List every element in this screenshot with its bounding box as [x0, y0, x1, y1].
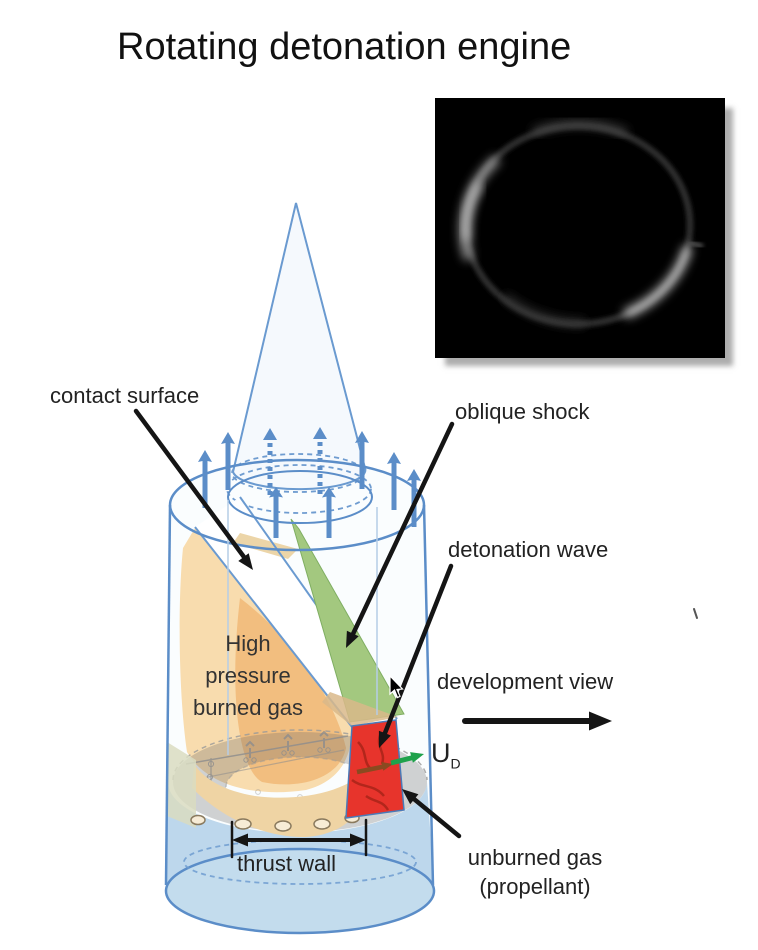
- detonation-ring-photo: [435, 98, 725, 358]
- thrust-wall-dimension: [230, 818, 368, 859]
- contact-surface-pointer: [133, 408, 253, 570]
- cursor-icon: [389, 674, 404, 699]
- high-pressure-line2: pressure: [205, 663, 291, 688]
- velocity-arrow-green: [390, 752, 424, 766]
- unburned-gas-label: unburned gas (propellant): [444, 843, 626, 901]
- burned-gas-core: [235, 598, 346, 785]
- shock-foot-patch: [322, 692, 398, 726]
- detonation-wave-pointer: [378, 563, 454, 748]
- oblique-shock-wedge: [290, 518, 405, 723]
- left-wall-patch: [167, 742, 196, 828]
- development-view-label: development view: [437, 669, 614, 694]
- oblique-shock-pointer: [346, 421, 455, 648]
- bottom-cap: [164, 847, 436, 935]
- velocity-symbol: U: [431, 738, 451, 768]
- unburned-gas-line1: unburned gas: [467, 845, 603, 870]
- velocity-subscript: D: [450, 755, 461, 772]
- cylinder-outlines: [164, 458, 435, 886]
- contact-surface-label: contact surface: [50, 383, 200, 408]
- high-pressure-line3: burned gas: [192, 695, 304, 720]
- injector-ring-face: [192, 764, 371, 838]
- high-pressure-label: High pressure burned gas: [176, 628, 320, 724]
- pointer-arrows: [133, 408, 612, 859]
- slide-title: Rotating detonation engine: [117, 26, 572, 68]
- detonation-velocity-label: UD: [431, 738, 461, 771]
- stray-mark: [693, 608, 698, 619]
- ring-glow: [459, 120, 704, 327]
- exhaust-cone: [231, 202, 367, 491]
- development-view-arrow: [462, 711, 612, 731]
- oblique-shock-label: oblique shock: [455, 399, 590, 424]
- contact-surface-band-top: [233, 533, 298, 559]
- detonation-wave-label: detonation wave: [448, 537, 609, 562]
- unburned-gas-pointer: [402, 789, 462, 839]
- thrust-wall-label: thrust wall: [237, 851, 337, 876]
- wave-direction-arrow-brown: [356, 762, 393, 775]
- high-pressure-line1: High: [225, 631, 271, 656]
- unburned-gas-line2: (propellant): [479, 874, 591, 899]
